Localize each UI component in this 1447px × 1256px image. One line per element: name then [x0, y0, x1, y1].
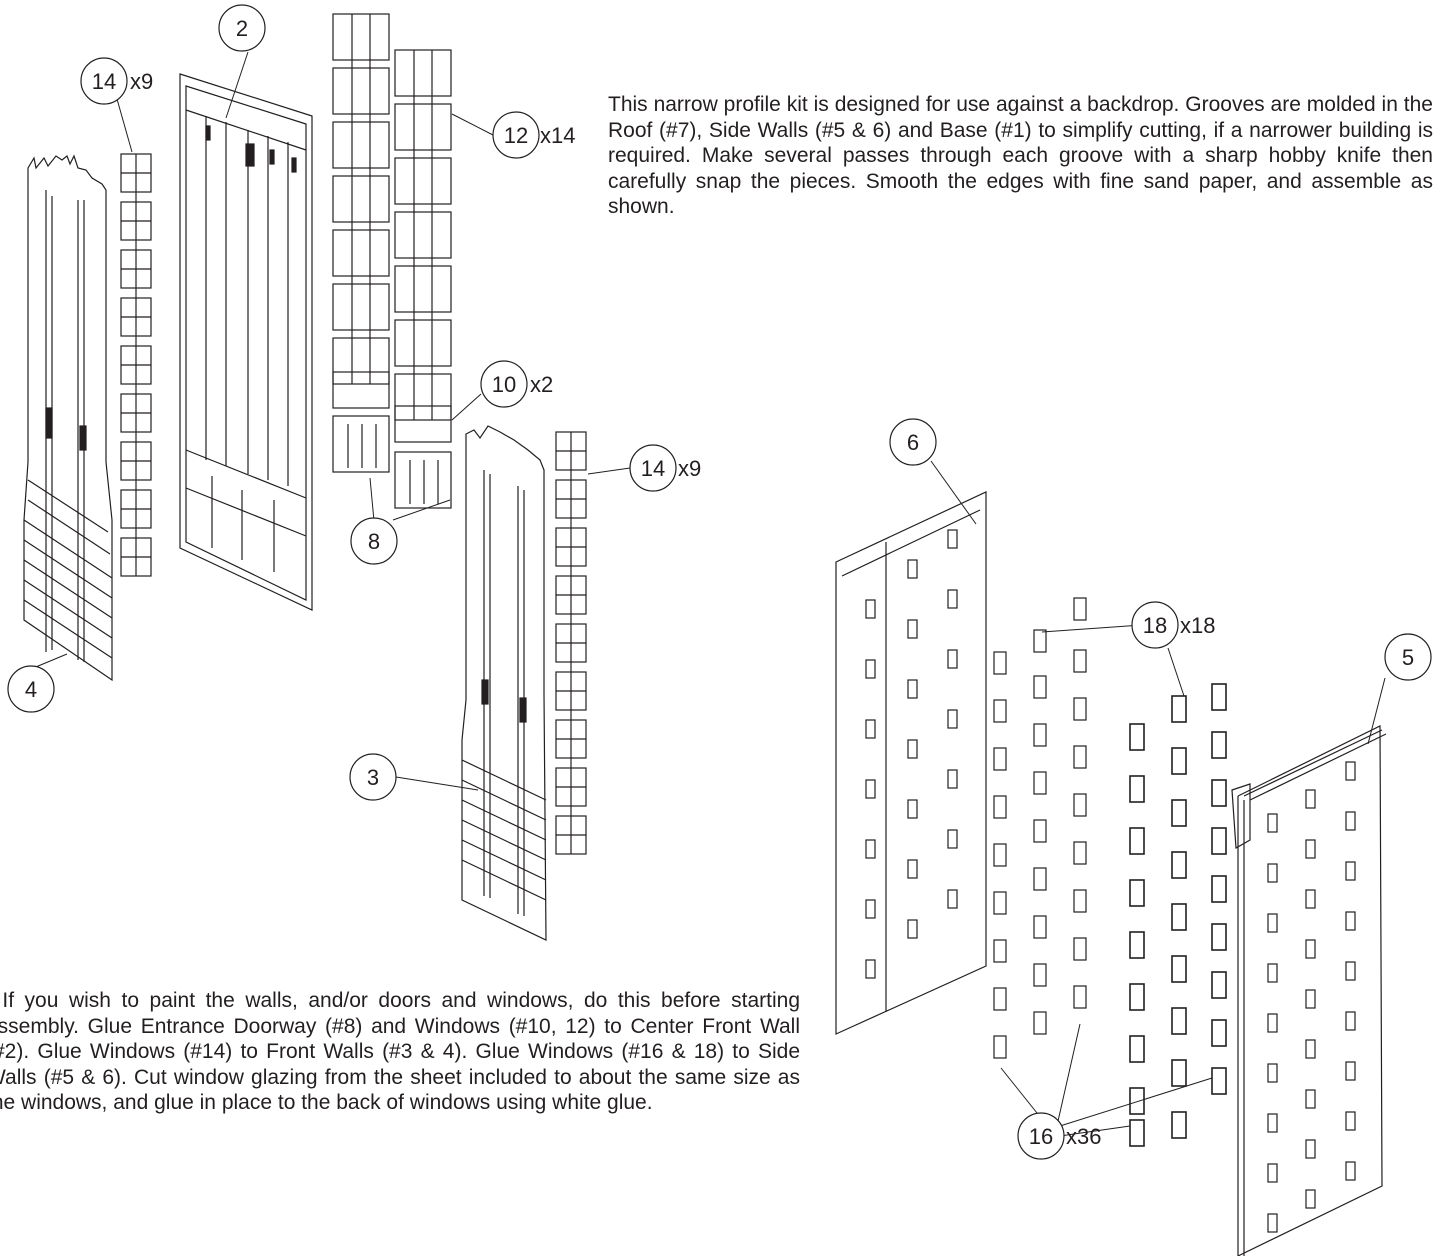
svg-text:4: 4 — [25, 677, 37, 702]
front-wall-part-3 — [461, 425, 547, 941]
side-wall-6-window-openings — [865, 529, 958, 979]
center-front-wall-part-2 — [179, 73, 313, 611]
callout-5: 5 — [1384, 633, 1432, 681]
svg-text:x14: x14 — [540, 123, 575, 148]
front-wall-part-4 — [23, 154, 113, 682]
windows-part-12-grid — [332, 13, 452, 421]
windows-part-14-right — [555, 431, 587, 855]
svg-text:5: 5 — [1402, 645, 1414, 670]
door-and-window-parts-8-10 — [332, 371, 452, 509]
callout-14-left: 14 x9 — [80, 57, 153, 105]
windows-part-14-left — [120, 153, 152, 577]
callout-4: 4 — [7, 665, 55, 713]
windows-part-16 — [993, 597, 1087, 1059]
leader-lines — [30, 51, 1386, 1137]
side-wall-part-5 — [1231, 725, 1387, 1256]
svg-text:18: 18 — [1143, 613, 1167, 638]
side-wall-part-6 — [835, 491, 987, 1035]
callout-6: 6 — [889, 418, 937, 466]
callout-10: 10 x2 — [480, 360, 553, 408]
svg-text:x36: x36 — [1066, 1124, 1101, 1149]
svg-text:10: 10 — [492, 372, 516, 397]
svg-text:16: 16 — [1029, 1124, 1053, 1149]
svg-text:x9: x9 — [130, 69, 153, 94]
callout-3: 3 — [349, 753, 397, 801]
callout-8: 8 — [350, 517, 398, 565]
callout-12: 12 x14 — [492, 111, 575, 159]
callout-14-right: 14 x9 — [629, 444, 701, 492]
side-wall-5-window-openings — [1267, 761, 1356, 1233]
svg-text:x2: x2 — [530, 372, 553, 397]
svg-text:3: 3 — [367, 765, 379, 790]
callout-2: 2 — [218, 4, 266, 52]
svg-text:6: 6 — [907, 430, 919, 455]
svg-text:8: 8 — [368, 529, 380, 554]
windows-part-18 — [1129, 683, 1227, 1147]
svg-text:14: 14 — [641, 456, 665, 481]
svg-text:x18: x18 — [1180, 613, 1215, 638]
svg-text:2: 2 — [236, 16, 248, 41]
callout-18: 18 x18 — [1131, 601, 1215, 649]
svg-text:x9: x9 — [678, 456, 701, 481]
svg-text:14: 14 — [92, 69, 116, 94]
intro-paragraph: This narrow profile kit is designed for … — [608, 93, 1433, 218]
assembly-steps-paragraph: . If you wish to paint the walls, and/or… — [0, 989, 800, 1114]
svg-text:12: 12 — [504, 123, 528, 148]
callout-16: 16 x36 — [1017, 1112, 1101, 1160]
